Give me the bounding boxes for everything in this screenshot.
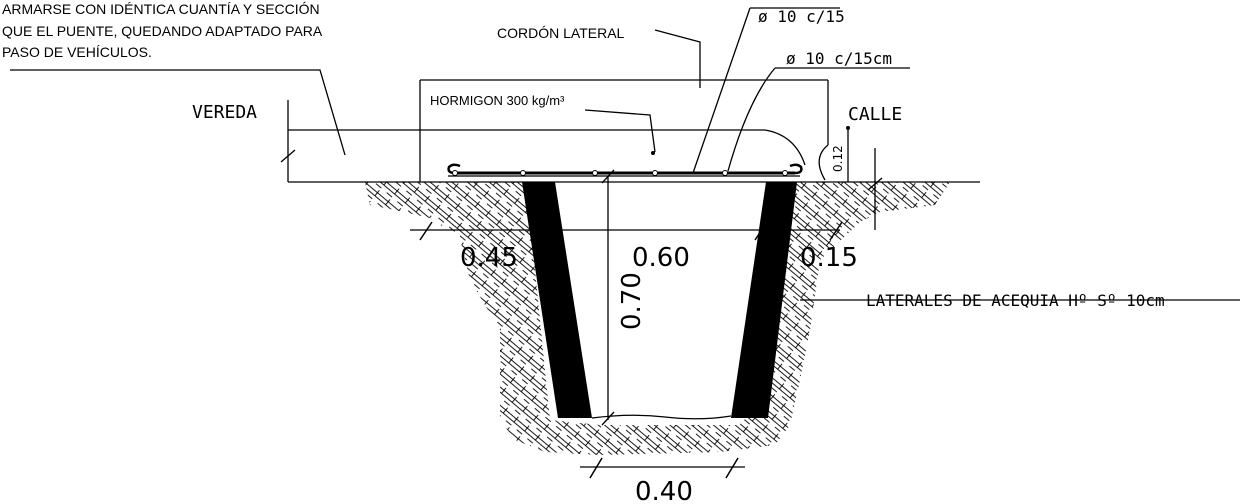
rebar-top-label: ø 10 c/15	[758, 7, 845, 26]
rebar-second-label: ø 10 c/15cm	[786, 49, 892, 68]
soil-hatching	[365, 182, 950, 455]
right-side-wall	[731, 182, 797, 418]
dim-right-overhang: 0.15	[800, 243, 858, 273]
concrete-slab-outline	[419, 79, 829, 182]
cordon-label: CORDÓN LATERAL	[497, 25, 625, 41]
dim-depth: 0.70	[617, 272, 647, 330]
dim-left-overhang: 0.45	[460, 243, 518, 273]
channel-bottom	[591, 414, 732, 420]
dimension-lines	[410, 148, 883, 479]
calle-label: CALLE	[848, 104, 902, 125]
note-line-2: QUE EL PUENTE, QUEDANDO ADAPTADO PARA	[2, 23, 323, 39]
note-line-3: PASO DE VEHÍCULOS.	[2, 44, 152, 60]
leader-lines	[10, 7, 1240, 301]
dim-top-width: 0.60	[632, 243, 690, 273]
rebar-bar	[447, 163, 803, 176]
sidewalk-slab	[280, 100, 806, 182]
dim-bottom-width: 0.40	[635, 477, 693, 504]
laterales-label: LATERALES DE ACEQUIA Hº Sº 10cm	[866, 291, 1165, 310]
note-line-1: ARMARSE CON IDÉNTICA CUANTÍA Y SECCIÓN	[2, 1, 320, 17]
vereda-label: VEREDA	[192, 102, 257, 123]
dim-curb-height: 0.12	[831, 145, 845, 172]
left-side-wall	[522, 182, 592, 418]
concrete-label: HORMIGON 300 kg/m³	[430, 93, 565, 108]
